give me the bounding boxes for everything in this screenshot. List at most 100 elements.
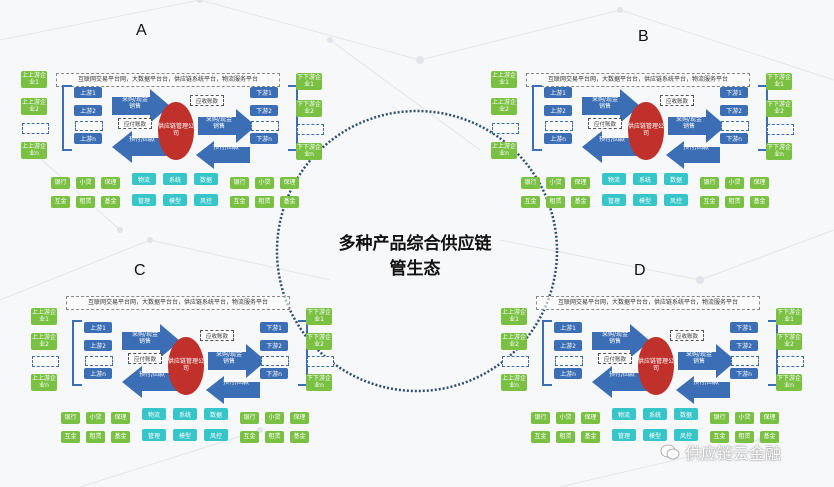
arrow-sales-label: 采购/现金销售: [685, 351, 713, 365]
upstream-enterprise-2: 上上游企业2: [21, 98, 47, 115]
platform-bar: 互联网交易平台网，大数据平台台，供应链系统平台，物流服务平台: [66, 296, 290, 310]
upstream-enterprise-1: 上上游企业1: [21, 71, 47, 88]
upstream-enterprise-1: 上上游企业1: [491, 71, 517, 88]
downstream-enterprise-n: 下下游企业n: [306, 374, 332, 391]
arrow-purchase-label: 采购/现金销售: [131, 331, 159, 345]
downstream-enterprise-2: 下下游企业2: [776, 333, 802, 350]
supply-chain-company: 供应链管理公司: [638, 337, 674, 395]
upstream-placeholder: [75, 121, 103, 131]
downstream-enterprise-n: 下下游企业n: [766, 143, 792, 160]
service-1: 系统: [173, 408, 197, 420]
finance-left-3: 互金: [521, 196, 540, 208]
service-3: 管理: [142, 429, 166, 441]
finance-left-5: 基金: [581, 431, 600, 443]
platform-bar: 互联网交易平台网，大数据平台台，供应链系统平台，物流服务平台: [56, 73, 280, 87]
service-3: 管理: [602, 194, 626, 206]
arrow-prepay-left: [592, 366, 650, 398]
upstream-enterprise-placeholder: [32, 356, 59, 367]
arrow-prepay-left: [122, 366, 180, 398]
finance-right-2: 保理: [760, 412, 779, 424]
note-left: 应付账款: [588, 118, 622, 129]
finance-right-1: 小贷: [255, 177, 274, 189]
arrow-sales: [208, 344, 266, 378]
upstream-enterprise-placeholder: [492, 123, 519, 134]
finance-left-5: 基金: [111, 431, 130, 443]
downstream-enterprise-1: 下下游企业1: [776, 308, 802, 325]
finance-left-0: 银行: [61, 412, 80, 424]
panel-b: 互联网交易平台网，大数据平台台，供应链系统平台，物流服务平台 上上游企业1 上上…: [488, 65, 794, 255]
left-bracket: [542, 320, 552, 386]
service-3: 管理: [132, 194, 156, 206]
service-4: 模型: [633, 194, 657, 206]
upstream-enterprise-1: 上上游企业1: [501, 308, 527, 325]
arrow-prepay-right: [206, 376, 260, 404]
note-top: 应收账款: [660, 95, 694, 106]
arrow-purchase-label: 采购/现金销售: [591, 96, 619, 110]
arrow-prepay-left: [582, 131, 640, 163]
arrow-sales-label: 采购/现金销售: [205, 116, 233, 130]
downstream-placeholder: [251, 121, 279, 131]
upstream-enterprise-n: 上上游企业n: [31, 374, 57, 391]
arrow-prepay-left-label: 预付/回款: [138, 371, 166, 378]
panel-label-c: C: [134, 262, 146, 279]
downstream-1: 下游1: [730, 322, 758, 333]
panel-label-d: D: [634, 262, 646, 279]
upstream-2: 上游2: [74, 105, 102, 116]
downstream-2: 下游2: [260, 340, 288, 351]
upstream-n: 上游n: [84, 368, 112, 379]
downstream-placeholder: [261, 356, 289, 366]
arrow-prepay-left: [112, 131, 170, 163]
downstream-enterprise-1: 下下游企业1: [296, 73, 322, 90]
finance-right-4: 租赁: [725, 196, 744, 208]
finance-right-2: 保理: [280, 177, 299, 189]
upstream-2: 上游2: [84, 340, 112, 351]
service-4: 模型: [173, 429, 197, 441]
finance-right-3: 互金: [710, 431, 729, 443]
panel-d: 互联网交易平台网，大数据平台台，供应链系统平台，物流服务平台 上上游企业1 上上…: [498, 288, 804, 478]
downstream-1: 下游1: [720, 87, 748, 98]
upstream-placeholder: [545, 121, 573, 131]
service-5: 风控: [204, 429, 228, 441]
upstream-n: 上游n: [544, 133, 572, 144]
upstream-enterprise-n: 上上游企业n: [491, 142, 517, 159]
right-bracket: [298, 320, 308, 386]
downstream-enterprise-2: 下下游企业2: [306, 333, 332, 350]
downstream-enterprise-2: 下下游企业2: [296, 100, 322, 117]
finance-right-2: 保理: [290, 412, 309, 424]
downstream-enterprise-2: 下下游企业2: [766, 100, 792, 117]
center-title-line1: 多种产品综合供应链: [338, 234, 492, 254]
note-top: 应收账款: [670, 330, 704, 341]
finance-left-5: 基金: [571, 196, 590, 208]
arrow-sales: [668, 109, 726, 143]
finance-right-5: 基金: [290, 431, 309, 443]
finance-right-3: 互金: [700, 196, 719, 208]
downstream-1: 下游1: [260, 322, 288, 333]
upstream-1: 上游1: [74, 87, 102, 98]
upstream-enterprise-2: 上上游企业2: [501, 333, 527, 350]
watermark-text: 供应链云金融: [685, 444, 782, 463]
downstream-placeholder: [731, 356, 759, 366]
panel-label-b: B: [638, 28, 649, 45]
service-0: 物流: [132, 173, 156, 185]
finance-left-1: 小贷: [546, 177, 565, 189]
finance-left-3: 互金: [51, 196, 70, 208]
arrow-purchase-label: 采购/现金销售: [121, 96, 149, 110]
arrow-sales-label: 采购/现金销售: [675, 116, 703, 130]
upstream-1: 上游1: [84, 322, 112, 333]
finance-left-2: 保理: [101, 177, 120, 189]
upstream-2: 上游2: [554, 340, 582, 351]
service-1: 系统: [163, 173, 187, 185]
arrow-prepay-right-label: 预付/回款: [682, 144, 710, 151]
downstream-enterprise-placeholder: [777, 356, 804, 367]
platform-bar: 互联网交易平台网，大数据平台台，供应链系统平台，物流服务平台: [536, 296, 760, 310]
finance-left-3: 互金: [61, 431, 80, 443]
finance-left-5: 基金: [101, 196, 120, 208]
finance-left-0: 银行: [51, 177, 70, 189]
downstream-enterprise-n: 下下游企业n: [296, 143, 322, 160]
note-top: 应收账款: [200, 330, 234, 341]
finance-left-4: 租赁: [86, 431, 105, 443]
service-0: 物流: [612, 408, 636, 420]
finance-right-0: 银行: [230, 177, 249, 189]
finance-right-3: 互金: [240, 431, 259, 443]
